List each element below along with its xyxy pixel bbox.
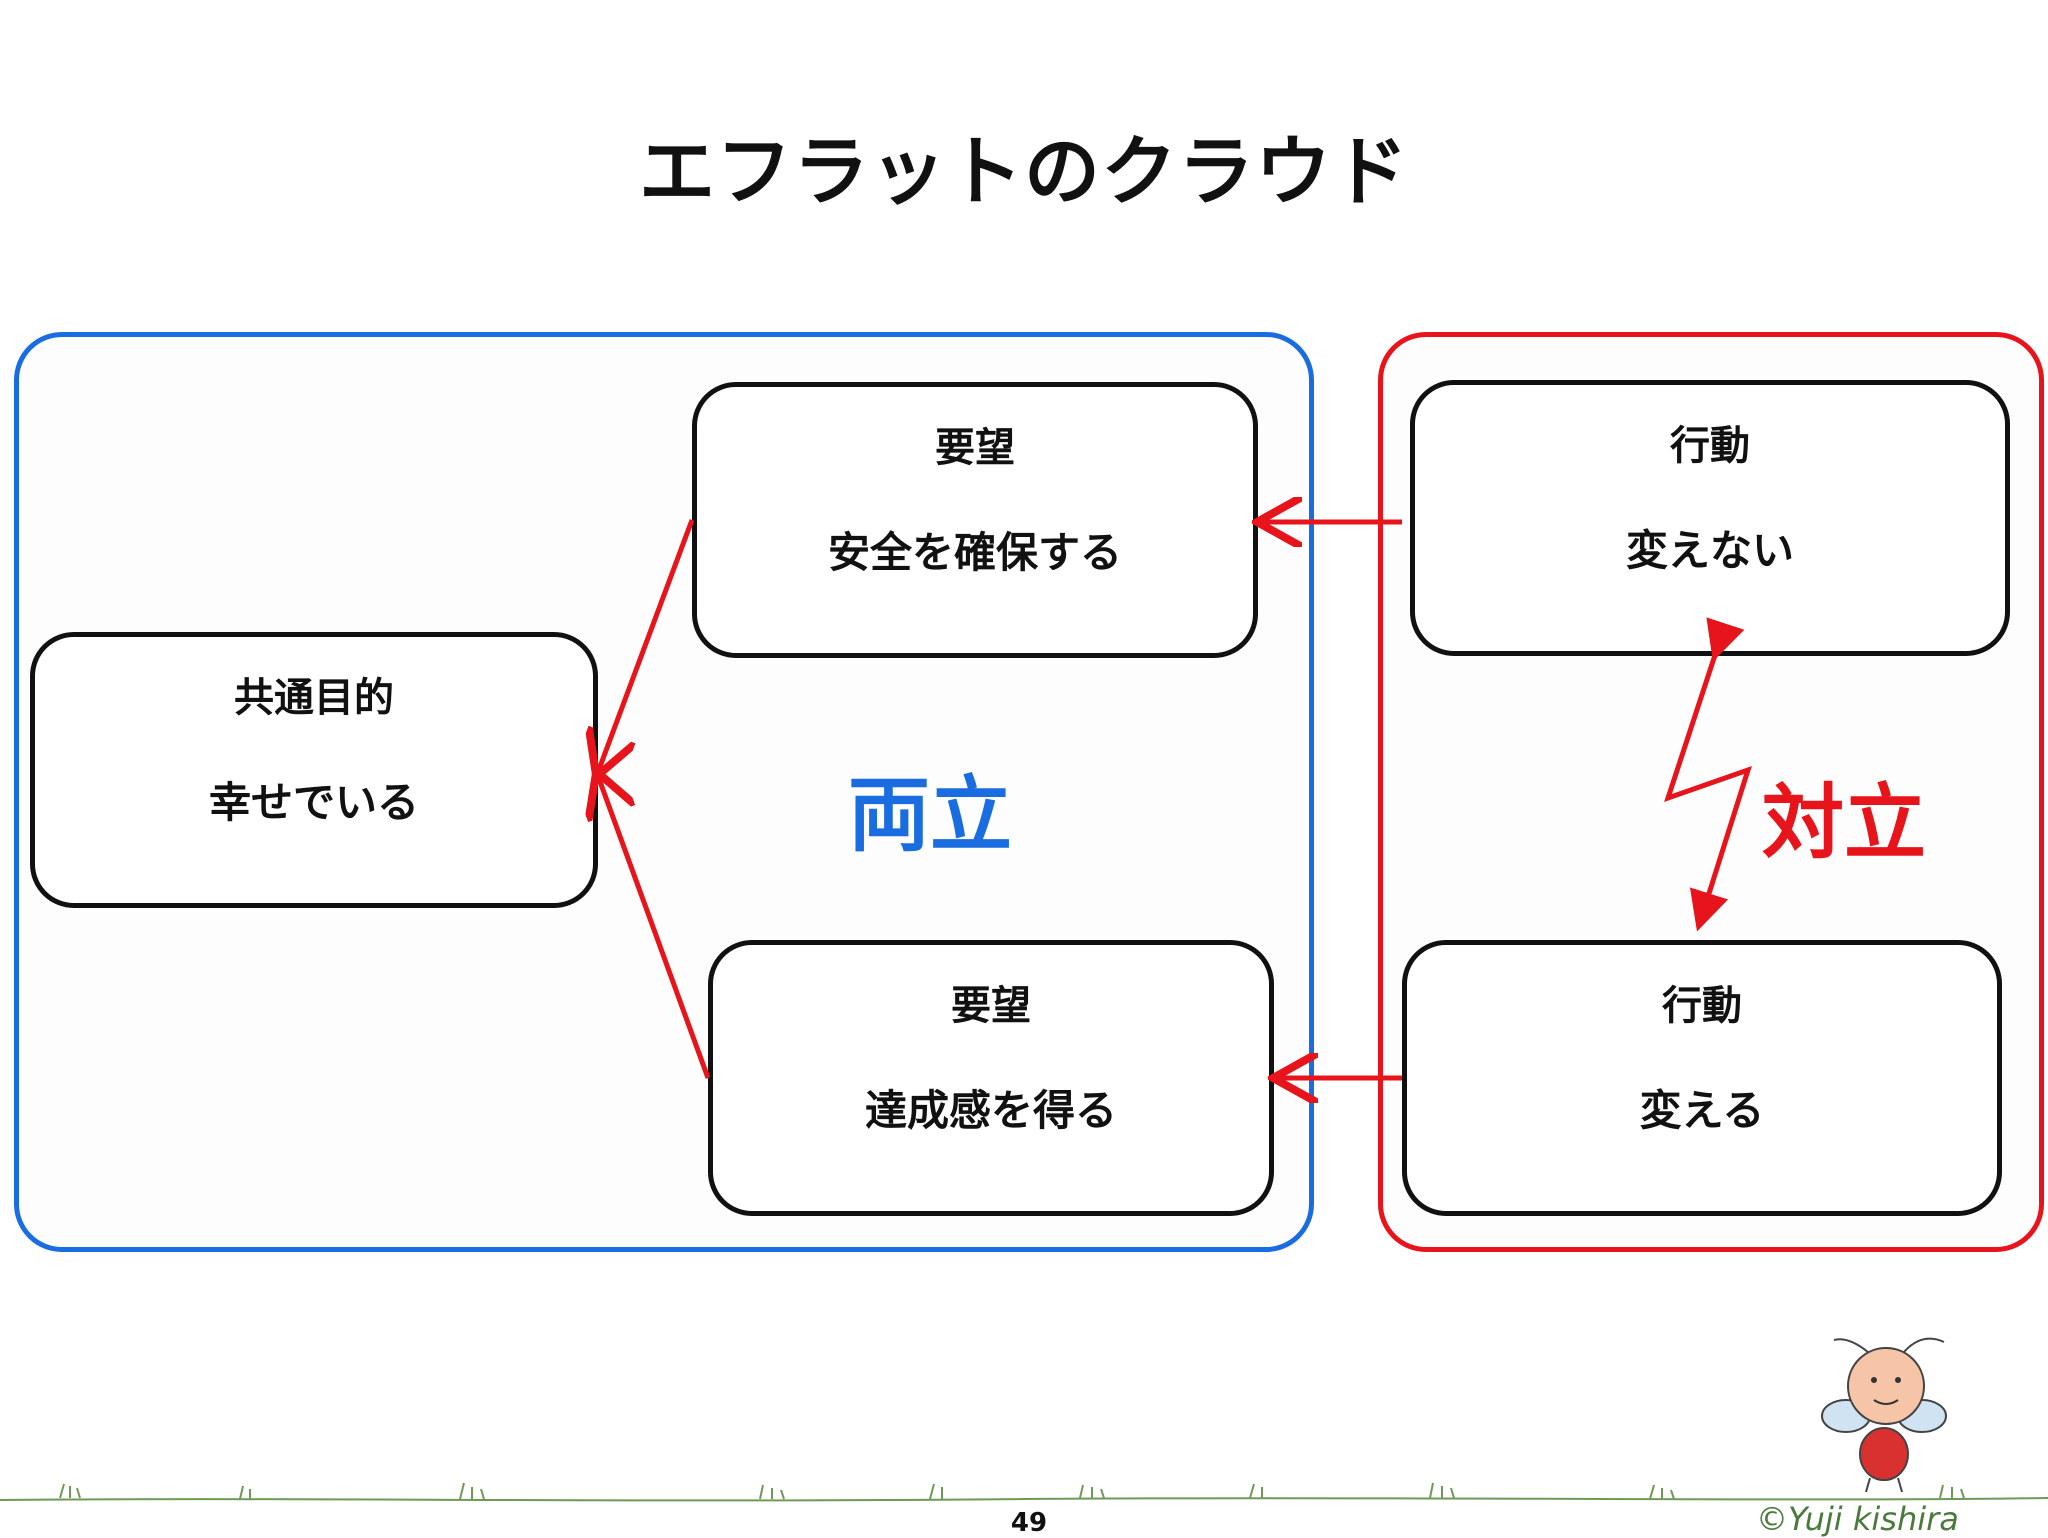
grass-ground [0,1482,2048,1502]
action-bottom-text: 変える [1639,1086,1765,1135]
need-bottom-node: 要望 達成感を得る [708,940,1274,1216]
action-top-node: 行動 変えない [1410,380,2010,656]
copyright-credit: ©Yuji kishira [1756,1500,1959,1538]
mascot-illustration [1821,1337,1947,1493]
common-goal-node: 共通目的 幸せでいる [30,632,598,908]
slide-title: エフラットのクラウド [639,127,1409,216]
action-top-text: 変えない [1625,526,1794,575]
action-top-heading: 行動 [1670,423,1750,469]
need-bottom-heading: 要望 [951,983,1031,1029]
action-bottom-node: 行動 変える [1402,940,2002,1216]
compatible-label: 両立 [848,768,1013,863]
common-goal-heading: 共通目的 [234,675,394,721]
page-number: 49 [1010,1508,1048,1538]
need-bottom-text: 達成感を得る [864,1086,1117,1135]
need-top-text: 安全を確保する [827,528,1122,577]
action-bottom-heading: 行動 [1662,983,1742,1029]
conflict-label: 対立 [1762,776,1927,871]
need-top-node: 要望 安全を確保する [692,382,1258,658]
common-goal-text: 幸せでいる [208,778,419,827]
need-top-heading: 要望 [935,425,1015,471]
